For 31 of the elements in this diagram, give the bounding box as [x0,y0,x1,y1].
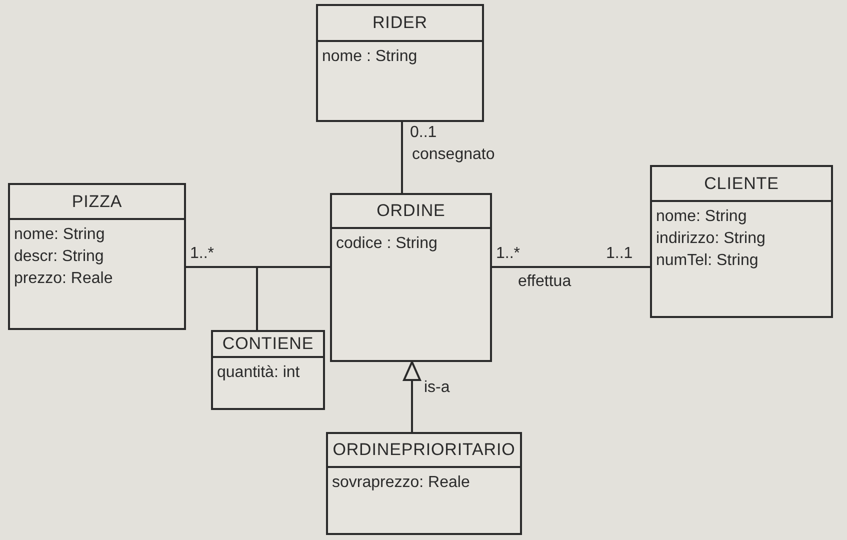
class-name: ORDINE [332,195,490,229]
class-name: CLIENTE [652,167,831,202]
multiplicity-label: 0..1 [410,123,437,143]
attribute-text: nome: String [655,207,748,227]
class-name: ORDINEPRIORITARIO [328,434,520,468]
association-line [492,266,650,268]
class-box [316,4,484,122]
attribute-text: indirizzo: String [655,229,766,249]
class-box [326,432,522,535]
class-box [330,193,492,362]
attribute-text: nome : String [321,47,418,67]
association-line [186,266,330,268]
multiplicity-label: 1..* [190,244,214,264]
multiplicity-label: 1..* [496,244,520,264]
attribute-text: nome: String [13,225,106,245]
generalization-arrow [403,361,421,432]
attribute-text: sovraprezzo: Reale [331,473,471,493]
class-name: PIZZA [10,185,184,220]
association-line [401,122,403,193]
class-name: CONTIENE [213,332,323,358]
attribute-text: numTel: String [655,251,760,271]
attribute-text: prezzo: Reale [13,269,114,289]
association-line [256,267,258,330]
multiplicity-label: 1..1 [606,244,633,264]
class-name: RIDER [318,6,482,42]
class-box [650,165,833,318]
attribute-text: descr: String [13,247,105,267]
class-box [8,183,186,330]
class-box [211,330,325,410]
attribute-text: quantità: int [216,363,301,383]
attribute-text: codice : String [335,234,438,254]
